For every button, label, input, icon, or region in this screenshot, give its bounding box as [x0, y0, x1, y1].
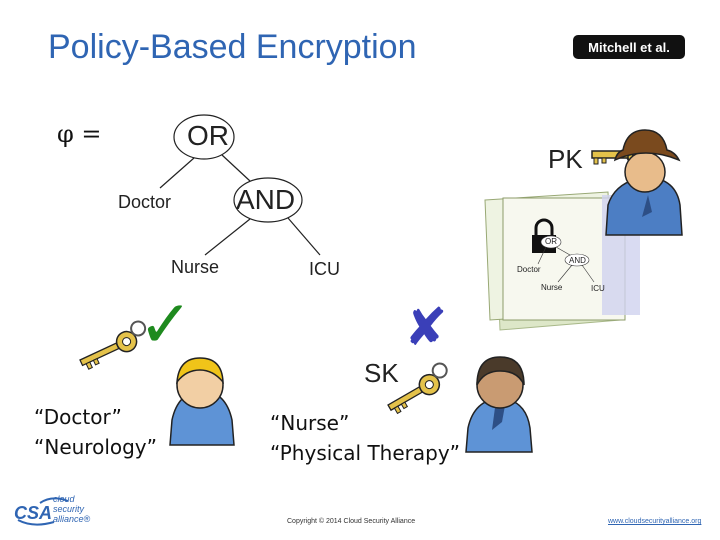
csa-logo-text: cloud security alliance®	[53, 494, 90, 524]
nurse-attribute-list: “Nurse” “Physical Therapy”	[270, 408, 460, 468]
doc-and-label: AND	[569, 256, 586, 265]
doctor-leaf-label: Doctor	[118, 192, 172, 212]
and-node-label: AND	[236, 184, 296, 215]
edge-or-and	[221, 154, 251, 182]
doc-icu-label: ICU	[591, 284, 605, 293]
doctor-key-icon	[79, 320, 147, 370]
access-denied-cross-icon: ✘	[404, 298, 448, 358]
icu-leaf-label: ICU	[309, 259, 340, 279]
copyright-text: Copyright © 2014 Cloud Security Alliance	[287, 518, 416, 525]
csa-logo-abbr: CSA	[14, 503, 53, 523]
doctor-attribute-list: “Doctor” “Neurology”	[34, 402, 157, 462]
policy-symbol: φ =	[57, 120, 102, 148]
website-link[interactable]: www.cloudsecurityalliance.org	[608, 518, 702, 525]
csa-logo-line: cloud	[53, 494, 75, 504]
edge-and-nurse	[204, 218, 251, 256]
csa-logo-icon	[17, 497, 69, 526]
doc-doctor-label: Doctor	[517, 265, 541, 274]
csa-logo-line: alliance®	[53, 514, 91, 524]
and-node-outline	[233, 177, 303, 223]
access-granted-check-icon: ✓	[138, 286, 194, 363]
csa-logo-line: security	[53, 504, 85, 514]
nurse-attribute: “Physical Therapy”	[270, 441, 461, 465]
nurse-avatar	[465, 356, 533, 453]
slide-title: Policy-Based Encryption	[48, 28, 417, 66]
nurse-leaf-label: Nurse	[171, 257, 220, 277]
doctor-attribute: “Neurology”	[34, 435, 158, 459]
public-key-label: PK	[548, 144, 583, 174]
or-node-label: OR	[187, 120, 229, 151]
nurse-attribute: “Nurse”	[270, 411, 350, 435]
edge-and-icu	[287, 217, 321, 256]
nurse-key-icon	[387, 362, 448, 415]
citation-badge: Mitchell et al.	[573, 35, 685, 59]
secret-key-label: SK	[364, 358, 399, 388]
or-node-outline	[173, 114, 235, 160]
doc-nurse-label: Nurse	[541, 283, 563, 292]
edge-or-doctor	[159, 157, 195, 189]
doctor-avatar	[169, 357, 235, 446]
public-authority-avatar	[605, 129, 683, 236]
doc-or-label: OR	[545, 237, 557, 246]
doctor-attribute: “Doctor”	[34, 405, 122, 429]
